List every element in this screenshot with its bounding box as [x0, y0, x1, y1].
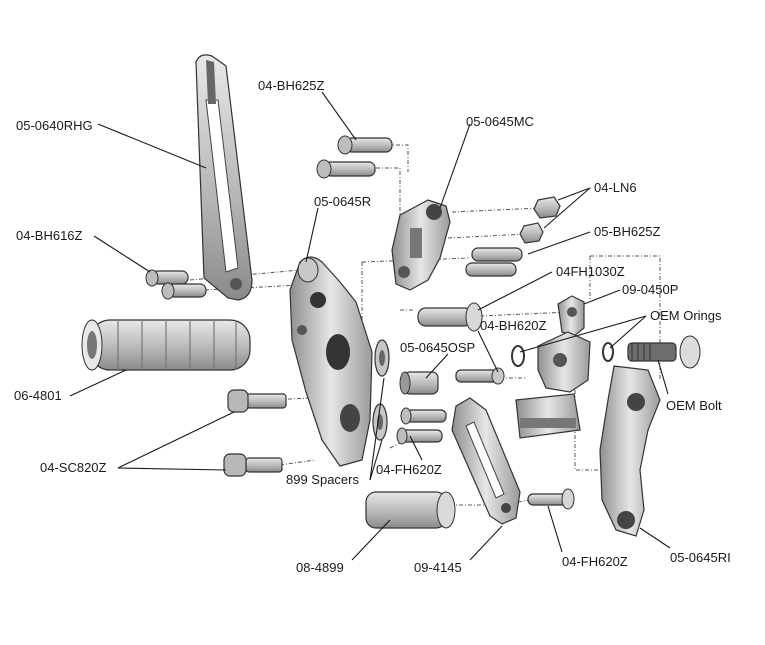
lever-05-0640rhg	[195, 54, 253, 301]
bolt-04fh1030z	[417, 302, 483, 332]
label-oem-bolt: OEM Bolt	[666, 398, 722, 413]
label-04-ln6: 04-LN6	[594, 180, 637, 195]
bolts-05-bh625z-mid	[465, 247, 523, 277]
spacer-08-4899	[365, 491, 456, 529]
label-04-sc820z: 04-SC820Z	[40, 460, 107, 475]
bolts-04-bh625z-top	[316, 135, 393, 179]
part-labels: 05-0640RHG 04-BH625Z 05-0645MC 04-LN6 05…	[14, 78, 731, 575]
label-05-0645mc: 05-0645MC	[466, 114, 534, 129]
label-04-fh620z-mid: 04-FH620Z	[376, 462, 442, 477]
label-08-4899: 08-4899	[296, 560, 344, 575]
label-09-4145: 09-4145	[414, 560, 462, 575]
label-04-bh625z-top: 04-BH625Z	[258, 78, 325, 93]
label-04-bh616z: 04-BH616Z	[16, 228, 83, 243]
spacers-899	[372, 339, 390, 441]
label-05-0645ri: 05-0645RI	[670, 550, 731, 565]
label-04fh1030z: 04FH1030Z	[556, 264, 625, 279]
mount-05-0645mc	[391, 199, 451, 291]
grip-06-4801	[81, 319, 251, 371]
pin-09-0450p	[557, 295, 585, 337]
label-05-bh625z-mid: 05-BH625Z	[594, 224, 661, 239]
leader-lines	[69, 91, 671, 561]
clevis-block	[537, 331, 591, 393]
lower-block	[515, 393, 581, 439]
bolt-04-fh620z-bot	[527, 488, 575, 510]
label-05-0645r: 05-0645R	[314, 194, 371, 209]
bolts-04-fh620z-mid	[396, 407, 447, 445]
bolt-oem	[627, 335, 701, 369]
label-05-0640rhg: 05-0640RHG	[16, 118, 93, 133]
screws-04-sc820z	[223, 389, 287, 477]
label-05-0645osp: 05-0645OSP	[400, 340, 475, 355]
label-oem-orings: OEM Orings	[650, 308, 722, 323]
link-09-4145	[451, 397, 521, 525]
label-899-spacers: 899 Spacers	[286, 472, 359, 487]
label-06-4801: 06-4801	[14, 388, 62, 403]
spacer-05-0645osp	[399, 371, 439, 395]
bolt-04-bh620z	[455, 367, 505, 385]
plate-05-0645ri	[599, 365, 661, 537]
plate-05-0645r	[289, 256, 373, 467]
label-04-bh620z: 04-BH620Z	[480, 318, 547, 333]
label-04-fh620z-bot: 04-FH620Z	[562, 554, 628, 569]
bolts-04-bh616z	[145, 269, 207, 300]
label-09-0450p: 09-0450P	[622, 282, 678, 297]
nuts-04-ln6	[519, 196, 561, 244]
